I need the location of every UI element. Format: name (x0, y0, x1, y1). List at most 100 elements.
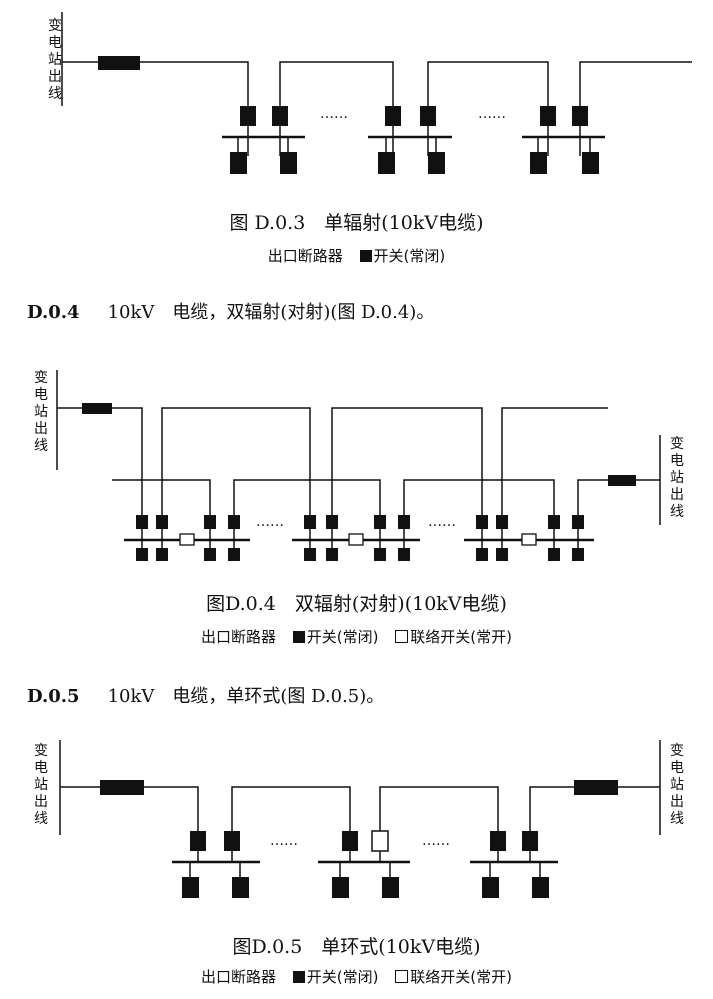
switch-closed (224, 831, 240, 851)
switch-closed (476, 515, 488, 529)
diagram-d04: 变 电 站 出 线 变 电 站 出 线 …… …… (34, 370, 684, 561)
switch-closed (572, 515, 584, 529)
station-label-char: 出 (670, 794, 684, 810)
diagram-d03: 变 电 站 出 线 …… …… (48, 12, 692, 174)
ellipsis: …… (478, 106, 506, 122)
station-label-char: 变 (48, 18, 62, 34)
section-text: 10kV 电缆，单环式(图 D.0.5)。 (107, 686, 385, 707)
open-square-icon (395, 630, 409, 643)
station-label-char: 线 (48, 86, 62, 102)
tie-switch-open (371, 830, 389, 852)
switch-closed (398, 515, 410, 529)
section-number: D.0.5 (27, 686, 80, 707)
switch-closed (428, 152, 445, 174)
switch-closed (204, 515, 216, 529)
switch-closed (326, 515, 338, 529)
switch-closed (156, 548, 168, 561)
ellipsis: …… (270, 833, 298, 849)
station-label-char: 电 (670, 453, 684, 469)
switch-closed (572, 548, 584, 561)
legend-d03: 出口断路器 开关(常闭) (0, 245, 713, 266)
switch-closed (182, 877, 199, 898)
switch-closed (548, 515, 560, 529)
legend-d05: 出口断路器 开关(常闭) 联络开关(常开) (0, 966, 713, 987)
switch-closed (476, 548, 488, 561)
station-label-char: 站 (34, 404, 48, 420)
legend-tie-switch-open: 联络开关(常开) (395, 968, 512, 986)
section-d04: D.0.4 10kV 电缆，双辐射(对射)(图 D.0.4)。 (27, 298, 434, 324)
station-label-char: 电 (670, 760, 684, 776)
station-label-char: 变 (670, 436, 684, 452)
switch-closed (230, 152, 247, 174)
legend-breaker: 出口断路器 (200, 968, 276, 986)
switch-closed (272, 106, 288, 126)
switch-closed (232, 877, 249, 898)
breaker-d05-right (574, 780, 618, 795)
switch-closed (496, 548, 508, 561)
switch-closed (378, 152, 395, 174)
switch-closed (540, 106, 556, 126)
ellipsis: …… (422, 833, 450, 849)
switch-closed (532, 877, 549, 898)
switch-closed (548, 548, 560, 561)
tie-switch-open (348, 533, 364, 546)
station-label-char: 电 (34, 387, 48, 403)
switch-closed (136, 515, 148, 529)
switch-closed (304, 515, 316, 529)
station-label-char: 站 (34, 777, 48, 793)
ellipsis: …… (320, 106, 348, 122)
station-label-char: 变 (34, 743, 48, 759)
switch-closed (156, 515, 168, 529)
station-label-char: 出 (34, 794, 48, 810)
switch-closed (280, 152, 297, 174)
switch-closed (530, 152, 547, 174)
switch-closed (490, 831, 506, 851)
switch-closed (420, 106, 436, 126)
section-number: D.0.4 (27, 302, 80, 323)
legend-breaker: 出口断路器 (267, 247, 343, 265)
switch-closed (522, 831, 538, 851)
station-label-char: 出 (670, 487, 684, 503)
legend-switch-closed: 开关(常闭) (292, 628, 379, 646)
station-label-char: 线 (670, 504, 684, 520)
station-label-char: 线 (34, 438, 48, 454)
station-label-char: 出 (48, 69, 62, 85)
station-label-char: 站 (670, 470, 684, 486)
switch-closed (228, 548, 240, 561)
switch-closed (136, 548, 148, 561)
caption-d05: 图D.0.5 单环式(10kV电缆) (232, 936, 481, 958)
station-label-char: 出 (34, 421, 48, 437)
breaker-d04-left (82, 403, 112, 414)
switch-closed (326, 548, 338, 561)
station-label-char: 电 (34, 760, 48, 776)
legend-breaker: 出口断路器 (200, 628, 276, 646)
filled-square-icon (359, 250, 372, 262)
legend-d04: 出口断路器 开关(常闭) 联络开关(常开) (0, 626, 713, 647)
switch-closed (496, 515, 508, 529)
section-d05: D.0.5 10kV 电缆，单环式(图 D.0.5)。 (27, 682, 384, 708)
legend-tie-switch-open: 联络开关(常开) (395, 628, 512, 646)
legend-switch-closed: 开关(常闭) (359, 247, 445, 265)
switch-closed (385, 106, 401, 126)
switch-closed (304, 548, 316, 561)
station-label-char: 变 (34, 370, 48, 386)
switch-closed (398, 548, 410, 561)
switch-closed (374, 515, 386, 529)
breaker-d03 (98, 56, 140, 70)
switch-closed (228, 515, 240, 529)
legend-switch-closed: 开关(常闭) (292, 968, 379, 986)
filled-square-icon (292, 631, 305, 643)
ellipsis: …… (256, 514, 284, 530)
breaker-d04-right (608, 475, 636, 486)
tie-switch-open (179, 533, 195, 546)
switch-closed (240, 106, 256, 126)
breaker-d05-left (100, 780, 144, 795)
switch-closed (482, 877, 499, 898)
filled-square-icon (292, 971, 305, 983)
switch-closed (342, 831, 358, 851)
ellipsis: …… (428, 514, 456, 530)
caption-d03: 图 D.0.3 单辐射(10kV电缆) (229, 212, 484, 234)
switch-closed (582, 152, 599, 174)
station-label-char: 电 (48, 35, 62, 51)
section-text: 10kV 电缆，双辐射(对射)(图 D.0.4)。 (107, 302, 435, 323)
